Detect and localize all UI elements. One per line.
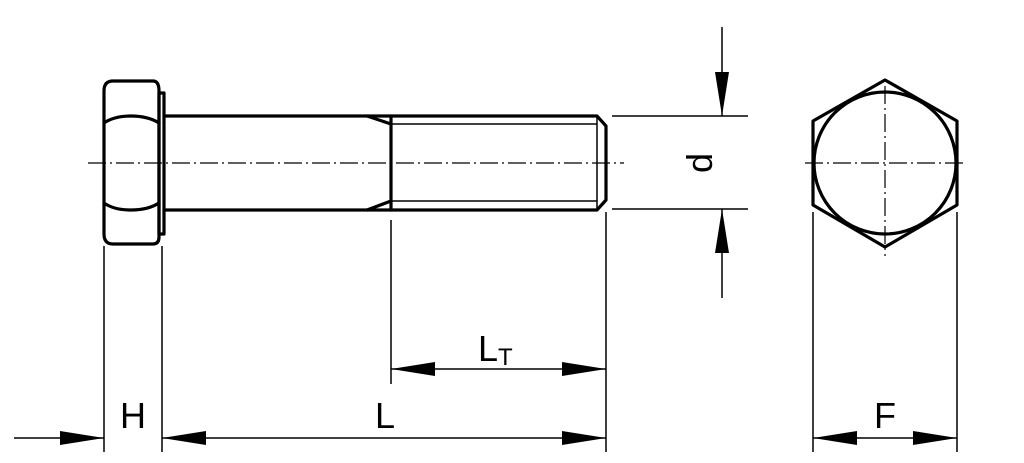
dimension-l: L [162,212,607,452]
label-f: F [874,395,896,436]
head-face-line-top [102,114,161,125]
head-face-line-bottom [102,201,161,212]
hex-outline [811,78,959,249]
label-h: H [120,395,146,436]
label-d: d [679,153,720,173]
dimension-h: H [14,246,163,452]
bolt-end-view [805,78,965,256]
label-lt-main: L [478,328,498,369]
label-lt-subscript: T [498,344,513,371]
bolt-side-view [88,79,624,246]
label-lt: LT [478,328,513,371]
dimension-lt: LT [390,220,606,384]
dimension-f: F [812,212,958,452]
label-l: L [375,395,395,436]
bolt-head [102,79,161,246]
dimension-d: d [612,27,748,298]
